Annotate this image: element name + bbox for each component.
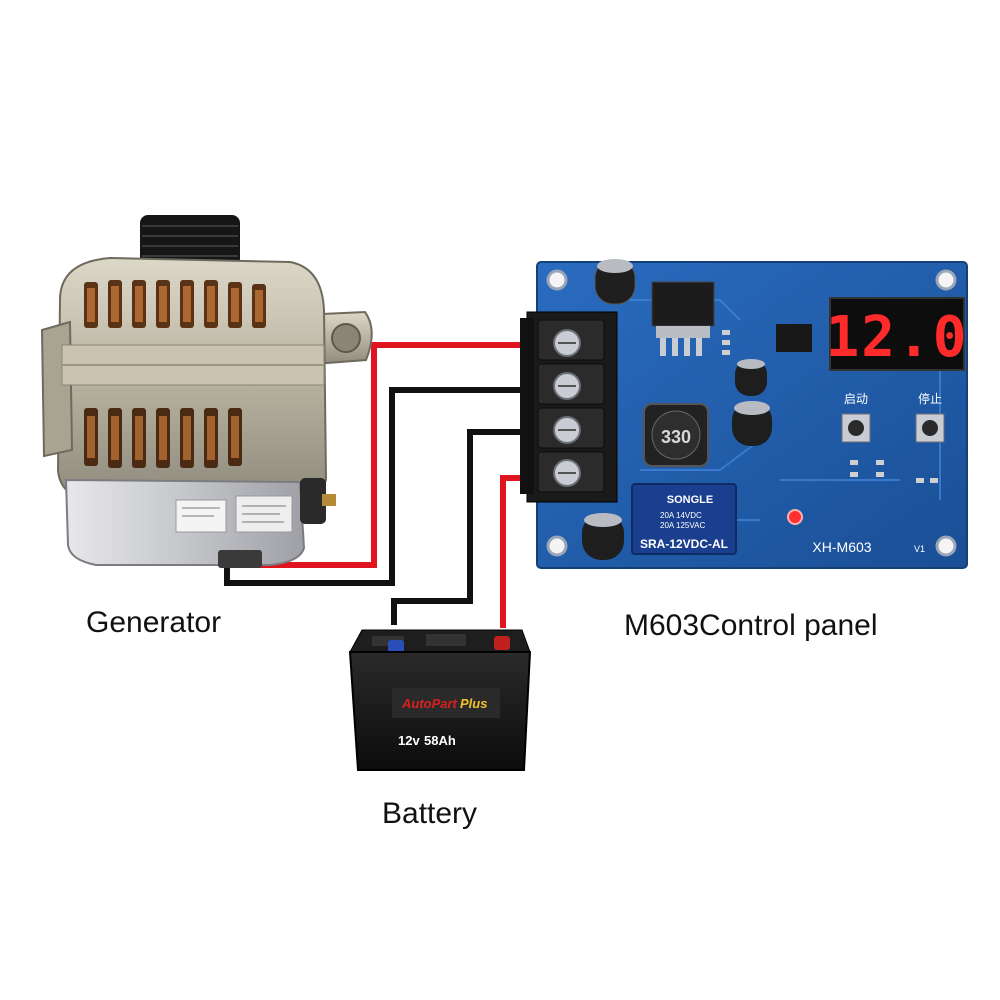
relay-model: SRA-12VDC-AL [640, 537, 728, 551]
battery-label: Battery [382, 797, 478, 830]
stop-button [915, 413, 945, 443]
wire-generator-positive [253, 342, 540, 568]
control-panel-label: M603Control panel [624, 609, 878, 642]
battery-voltage: 12v [398, 733, 420, 748]
relay-brand: SONGLE [667, 494, 713, 506]
generator-image [40, 215, 373, 568]
stop-button-label: 停止 [918, 391, 942, 406]
inductor-label: 330 [661, 427, 691, 447]
start-button-label: 启动 [844, 392, 868, 406]
relay-rating-1: 20A 14VDC [660, 511, 702, 520]
relay-rating-2: 20A 125VAC [660, 521, 705, 530]
control-board-image: 330 SONGLE 20A 14VDC 20A 125VAC SRA-12VD… [520, 259, 969, 569]
board-model: XH-M603 [812, 539, 871, 555]
wire-generator-negative [224, 387, 540, 586]
status-led [787, 509, 803, 525]
battery-capacity: 58Ah [424, 733, 456, 748]
battery-brand: AutoPart [401, 696, 458, 711]
battery-brand-2: Plus [460, 696, 487, 711]
battery-image: AutoPart Plus 12v 58Ah [348, 629, 532, 771]
board-version: V1 [914, 544, 925, 554]
display-readout: 12.0 [826, 305, 969, 370]
wire-battery-negative [391, 429, 540, 625]
generator-label: Generator [86, 606, 222, 639]
